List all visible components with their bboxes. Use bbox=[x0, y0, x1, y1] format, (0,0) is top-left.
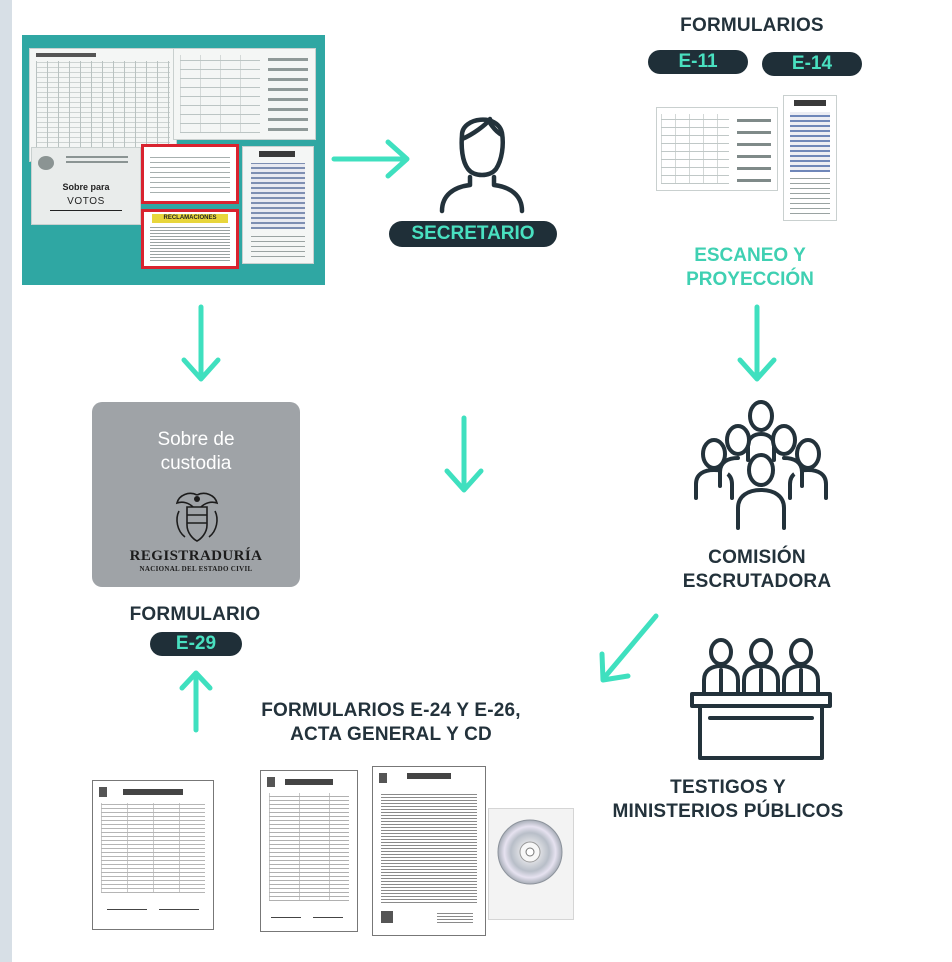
formularios-bottom-line2: ACTA GENERAL Y CD bbox=[290, 724, 492, 745]
envelope-subtitle: VOTOS bbox=[67, 196, 105, 207]
document-sheet-e14 bbox=[174, 49, 315, 139]
secretario-label: SECRETARIO bbox=[389, 221, 557, 247]
left-margin-band bbox=[0, 0, 12, 962]
reclamaciones-sheet: RECLAMACIONES bbox=[141, 209, 239, 269]
reclamaciones-title: RECLAMACIONES bbox=[152, 214, 228, 223]
comision-line1: COMISIÓN bbox=[708, 547, 806, 568]
formularios-bottom-line1: FORMULARIOS E-24 Y E-26, bbox=[261, 700, 521, 721]
document-sheet-list bbox=[30, 49, 176, 161]
coat-of-arms-icon bbox=[175, 492, 219, 542]
org-subtitle: NACIONAL DEL ESTADO CIVIL bbox=[139, 565, 253, 573]
person-icon bbox=[439, 116, 525, 214]
custody-title-line1: Sobre de bbox=[157, 429, 235, 450]
custody-envelope-card: Sobre de custodia REGISTRADURÍA NACIONAL… bbox=[92, 402, 300, 587]
escaneo-line2: PROYECCIÓN bbox=[686, 269, 814, 290]
pill-e11: E-11 bbox=[648, 50, 748, 74]
form-e11-thumbnail bbox=[657, 108, 777, 190]
arrow-down-to-sobre bbox=[181, 304, 221, 382]
arrow-down-middle bbox=[444, 415, 484, 493]
formularios-top-heading: FORMULARIOS bbox=[680, 15, 824, 36]
witnesses-icon bbox=[690, 638, 832, 760]
arrow-diagonal-down-left bbox=[599, 613, 659, 683]
acta-general-document bbox=[372, 766, 486, 936]
custody-title-line2: custodia bbox=[160, 453, 232, 474]
envelope-title: Sobre para bbox=[62, 182, 110, 192]
form-e14-thumbnail bbox=[784, 96, 836, 220]
votes-envelope: Sobre para VOTOS bbox=[32, 148, 140, 224]
formulario-e29-heading: FORMULARIO bbox=[129, 604, 261, 625]
comision-line2: ESCRUTADORA bbox=[682, 571, 832, 592]
highlighted-form-sheet bbox=[141, 144, 239, 204]
arrow-down-to-comision bbox=[737, 304, 777, 382]
org-name: REGISTRADURÍA bbox=[129, 548, 263, 564]
testigos-line1: TESTIGOS Y bbox=[670, 777, 786, 798]
pill-e29: E-29 bbox=[150, 632, 242, 656]
pill-e14: E-14 bbox=[762, 52, 862, 76]
group-icon bbox=[694, 400, 828, 530]
arrow-up-to-e29 bbox=[179, 670, 213, 733]
form-e26-document bbox=[260, 770, 358, 932]
testigos-line2: MINISTERIOS PÚBLICOS bbox=[612, 801, 844, 822]
documents-panel: Sobre para VOTOS RECLAMACIONES bbox=[22, 35, 325, 285]
arrow-right-to-secretario bbox=[331, 139, 410, 179]
form-e24-document bbox=[92, 780, 214, 930]
escaneo-line1: ESCANEO Y bbox=[694, 245, 806, 266]
document-sheet-tally bbox=[243, 147, 313, 263]
cd-disc-icon bbox=[497, 819, 563, 885]
